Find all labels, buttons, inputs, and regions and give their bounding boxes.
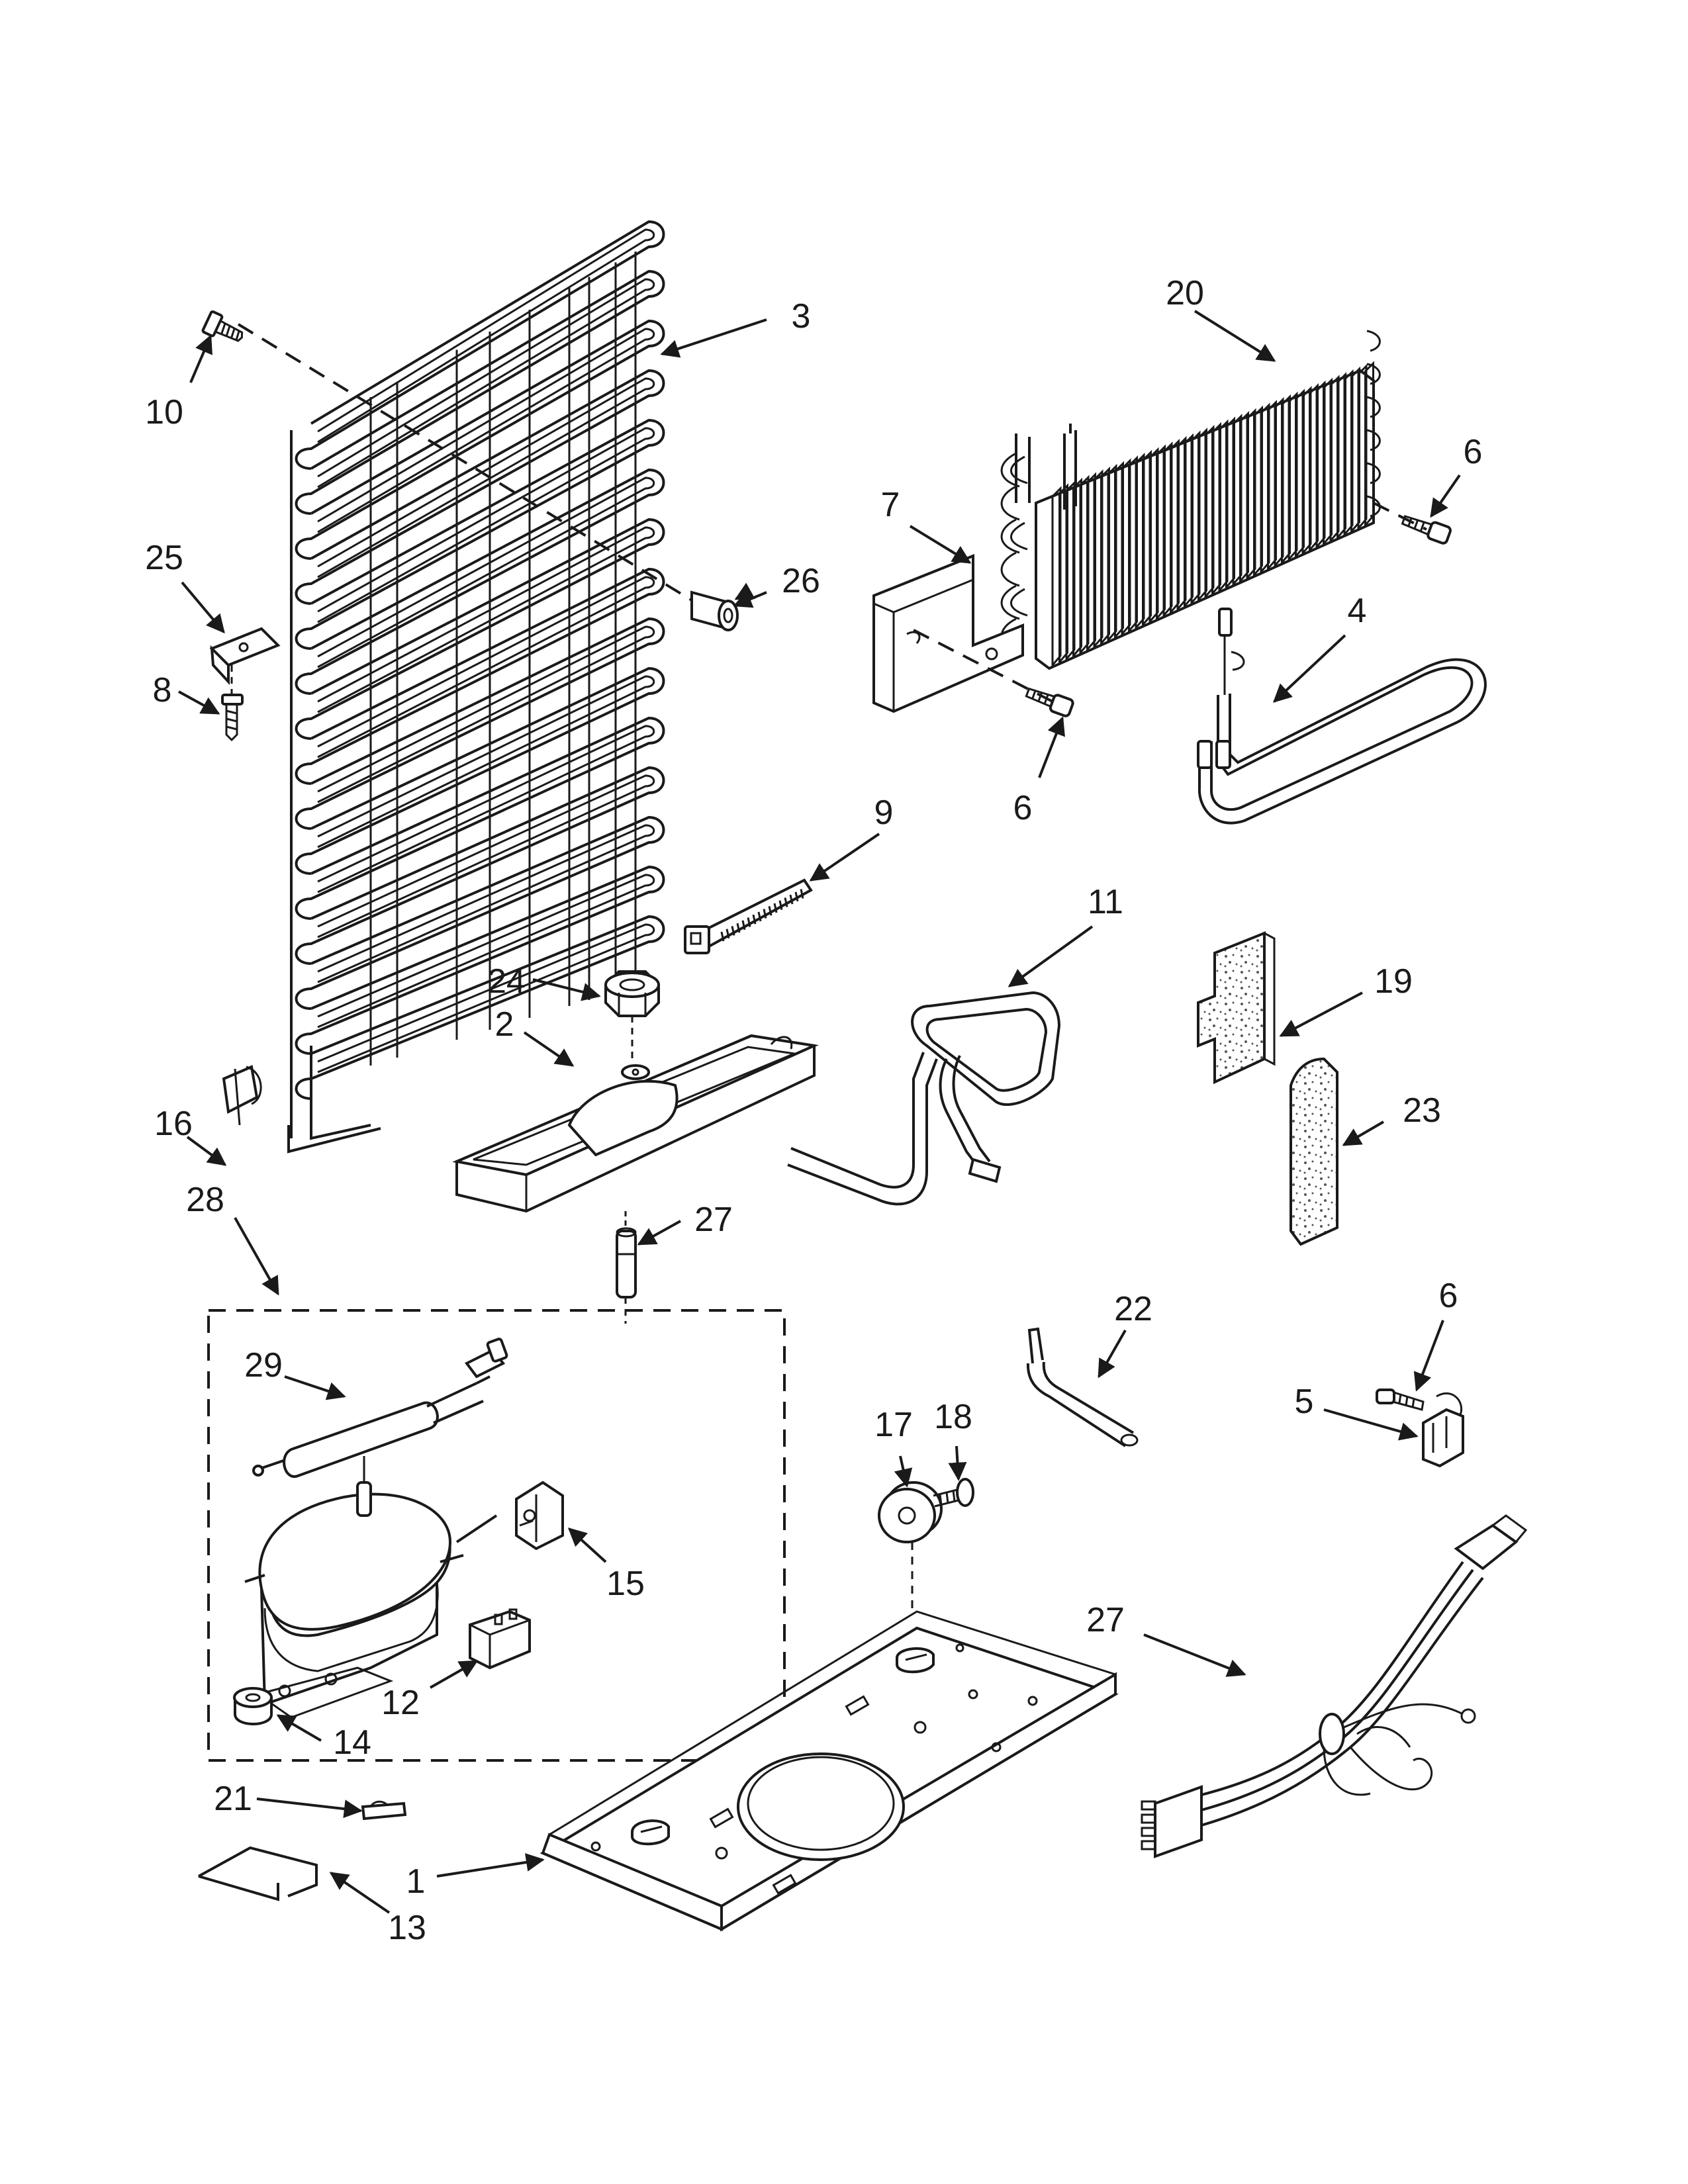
insulation-19-drawing [1197,931,1276,1085]
clamp-5-drawing [1422,1392,1464,1468]
label-part-21[interactable]: 21 [214,1780,252,1818]
screw-6-lower-drawing [1025,687,1074,717]
label-part-5[interactable]: 5 [1295,1383,1314,1421]
screw-6-clamp-drawing [1376,1388,1425,1411]
label-part-2[interactable]: 2 [495,1005,514,1044]
label-part-26[interactable]: 26 [782,562,820,600]
condenser-drawing [287,220,665,1154]
label-part-29[interactable]: 29 [244,1346,283,1385]
label-part-28[interactable]: 28 [186,1181,224,1219]
label-part-11[interactable]: 11 [1088,883,1123,921]
base-drawing [539,1610,1119,1932]
label-part-3[interactable]: 3 [792,297,811,336]
roller-drawing [878,1481,943,1608]
label-part-10[interactable]: 10 [145,393,183,432]
label-part-6-lower[interactable]: 6 [1013,789,1033,827]
label-part-12[interactable]: 12 [381,1684,420,1722]
label-part-16[interactable]: 16 [154,1105,193,1143]
label-part-17[interactable]: 17 [874,1406,913,1444]
tube-assembly-drawing [787,991,1061,1206]
insulation-23-drawing [1289,1057,1338,1246]
bracket-25-drawing [209,627,281,695]
label-part-25[interactable]: 25 [145,539,183,577]
label-part-1[interactable]: 1 [406,1862,426,1901]
tube-27-drawing [616,1211,637,1324]
grommet-drawing [233,1687,273,1725]
alignment-line [237,323,696,604]
label-part-27-tube[interactable]: 27 [694,1201,733,1239]
part-labels: 10 3 25 8 26 20 6 7 4 6 9 11 19 24 2 16 … [145,274,1482,1947]
label-part-7[interactable]: 7 [881,486,900,524]
screw-8-drawing [221,694,244,742]
relay-drawing [469,1608,531,1670]
label-part-6-clamp[interactable]: 6 [1439,1277,1458,1315]
drain-pan-drawing [452,1034,819,1213]
wire-clip-13-drawing [198,1846,318,1901]
nut-24-drawing [604,970,660,1059]
clip-21-drawing [361,1800,407,1821]
label-part-19[interactable]: 19 [1374,962,1413,1001]
label-part-4[interactable]: 4 [1348,592,1367,630]
label-part-20[interactable]: 20 [1166,274,1204,312]
overload-drawing [515,1480,564,1551]
evaporator-bracket-drawing [872,554,1024,713]
spacer-26-drawing [690,590,739,631]
label-part-14[interactable]: 14 [333,1723,371,1762]
cable-tie-drawing [684,878,813,954]
label-part-22[interactable]: 22 [1114,1290,1152,1328]
label-part-9[interactable]: 9 [874,794,894,832]
label-part-24[interactable]: 24 [487,962,526,1001]
label-part-15[interactable]: 15 [606,1565,645,1603]
compressor-kit-boundary [207,1309,786,1762]
label-part-23[interactable]: 23 [1403,1091,1441,1130]
drier-drawing [252,1338,508,1479]
evaporator-drawing [1000,330,1381,670]
clip-16-drawing [222,1065,262,1126]
tube-22-drawing [1026,1327,1139,1447]
wire-harness-drawing [1141,1514,1528,1858]
alignment-line [1373,502,1427,531]
leader-arrows [178,310,1461,1914]
label-part-6-right[interactable]: 6 [1464,433,1483,471]
defrost-heater-drawing [1197,608,1487,825]
compressor-drawing [244,1456,498,1719]
label-part-18[interactable]: 18 [934,1398,972,1436]
screw-6-right-drawing [1401,515,1452,545]
screw-10-drawing [201,310,244,342]
label-part-13[interactable]: 13 [388,1909,426,1947]
label-part-8[interactable]: 8 [153,671,172,709]
label-part-27-harness[interactable]: 27 [1086,1601,1125,1639]
